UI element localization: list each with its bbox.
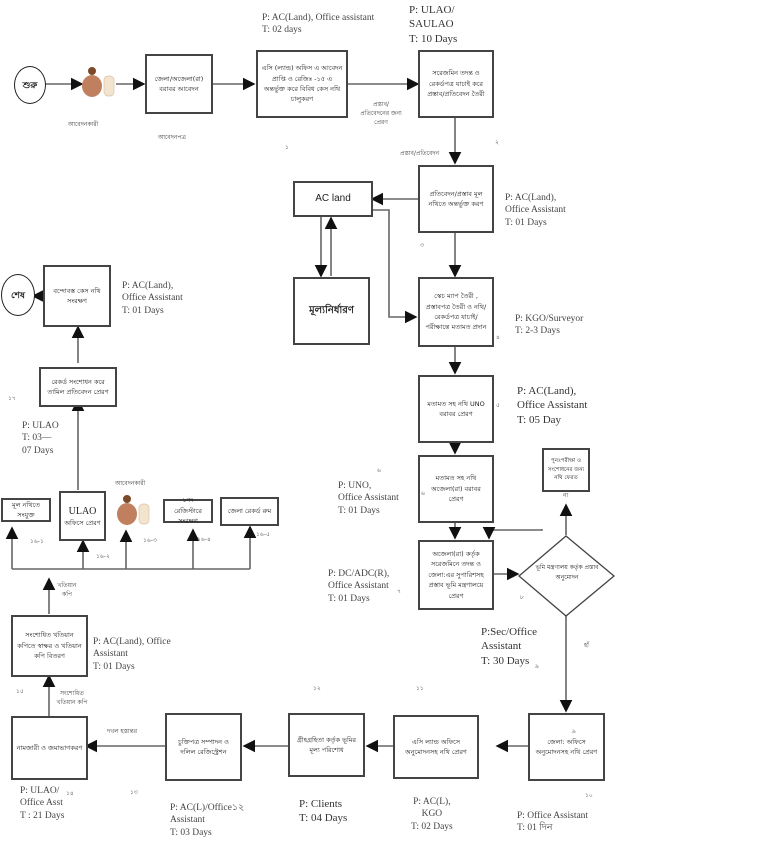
- step-3-box[interactable]: প্রতিবেদন/প্রস্তাব মূল নথিতে অন্তর্ভুক্ত…: [418, 165, 494, 233]
- step-number-6: ৬: [377, 467, 381, 474]
- step-2-box[interactable]: সরেজমিন তদন্ত ও রেকর্ডপত্র যাচাই করে প্র…: [418, 50, 494, 118]
- dist-2-text: অফিসে প্রেরণ: [64, 518, 101, 527]
- step-4-box[interactable]: স্কেচ ম্যাপ তৈরী , প্রস্তাবপত্র তৈরী ও ন…: [418, 277, 494, 347]
- applicant-label-2: আবেদনকারী: [115, 480, 146, 487]
- step-number-10: ১০: [585, 792, 593, 799]
- step-15-box[interactable]: সংশোধিত খতিয়ান কপিতে স্বাক্ষর ও খতিয়ান…: [11, 615, 88, 677]
- recheck-box[interactable]: পুনঃপরীক্ষা ও সংশোধনের জন্য নথি ফেরত: [542, 448, 590, 492]
- edge-label-to-proposal: প্রস্তাব/ প্রতিবেদনের জন্য প্রেরণ: [360, 101, 402, 126]
- applicant-icon-2: [115, 492, 155, 528]
- step-number-12: ১২: [313, 685, 321, 692]
- assignment-step-3: P: AC(Land), Office Assistant T: 01 Days: [505, 193, 566, 228]
- start-terminal[interactable]: শুরু: [14, 66, 46, 104]
- step-number-9: ৯: [535, 663, 539, 670]
- edge-label-no: না: [563, 492, 569, 499]
- step-number-15: ১৫: [16, 688, 24, 695]
- step-number-16-4: ১৬-৪: [197, 536, 211, 543]
- assignment-step-13: P: AC(L)/Office১২ Assistant T: 03 Days: [170, 803, 245, 838]
- assignment-step-17: P: ULAO T: 03— 07 Days: [22, 421, 59, 456]
- assignment-step-14: P: ULAO/ Office Asst T : 21 Days: [20, 786, 65, 821]
- edge-label-yes: হাঁ: [584, 642, 589, 649]
- step-number-11: ১১: [416, 685, 424, 692]
- step-number-7: ৭: [397, 588, 401, 595]
- step-number-16-3: ১৬-৩: [143, 537, 157, 544]
- step-number-9-inline: ৯: [572, 728, 576, 735]
- step-0-box[interactable]: জেলা/অজেলা(রা) বরাবর আবেদন: [145, 54, 213, 114]
- step-7-box[interactable]: অজেলা(রা) কর্তৃক সরেজমিনে তদন্ত ও জেলা:এ…: [418, 540, 494, 610]
- step-14-box[interactable]: নামজারী ও জমাভাগকরণ: [11, 716, 88, 780]
- step-number-14: ১৪: [66, 790, 74, 797]
- step-13-box[interactable]: চুক্তিপত্র সম্পাদন ও দলিল রেজিস্ট্রেশন: [165, 713, 242, 781]
- step-5-box[interactable]: মতামত সহ নথি UNO বরাবর প্রেরণ: [418, 375, 494, 443]
- step-number-5: ৫: [496, 402, 500, 409]
- dist-4-box[interactable]: ১নং রেজিস্টারে সংরক্ষণ: [163, 496, 213, 525]
- step-number-1: ১: [285, 144, 289, 151]
- assignment-step-12: P: Clients T: 04 Days: [299, 798, 348, 825]
- dist-2-title: ULAO: [68, 505, 97, 517]
- step-6-box[interactable]: মতামত সহ নথি অজেলা(রা) বরাবর প্রেরণ: [418, 455, 494, 523]
- assignment-step-10: P: Office Assistant T: 01 দিন: [517, 811, 589, 834]
- assignment-step-18: P: AC(Land), Office Assistant T: 01 Days: [122, 281, 183, 316]
- edge-label-corrected-khatian: সংশোধিত খতিয়ান কপি: [56, 690, 88, 706]
- step-number-16-2: ১৬-২: [96, 553, 110, 560]
- step-17-box[interactable]: রেকর্ড সংশোধন করে তামিল প্রতিবেদন প্রেরণ: [39, 367, 117, 407]
- assignment-step-6: P: UNO, Office Assistant T: 01 Days: [338, 481, 399, 516]
- end-terminal[interactable]: শেষ: [1, 274, 35, 316]
- edge-label-khatian-copy: খতিয়ান কপি: [57, 582, 77, 598]
- step-number-16-1: ১৬-১: [30, 538, 44, 545]
- ac-land-box[interactable]: AC land: [293, 181, 373, 217]
- step-number-8: ৮: [520, 594, 524, 601]
- assignment-step-2: P: ULAO/ SAULAO T: 10 Days: [409, 4, 458, 45]
- arrow-acland-to-s4: [372, 209, 418, 324]
- application-form-label: আবেদনপত্র: [158, 134, 186, 141]
- step-10-box[interactable]: জেলা: অফিসে অনুমোদনসহ নথি প্রেরণ: [528, 713, 605, 781]
- dist-1-box[interactable]: মূল নথিতে সংযুক্ত: [1, 498, 51, 522]
- step-number-3: ৩: [420, 242, 424, 249]
- decision-label[interactable]: ভূমি মন্ত্রণালয় কর্তৃক প্রস্তাব অনুমোদন: [535, 564, 599, 581]
- arrow-recheck-to-s7: [482, 526, 543, 540]
- assignment-step-15: P: AC(Land), Office Assistant T: 01 Days: [93, 637, 171, 672]
- assignment-step-9: P:Sec/Office Assistant T: 30 Days: [481, 626, 538, 667]
- step-12-box[interactable]: গ্রীহগ্রহিতা কর্তৃক ভূমির মূল্য পরিশোধ: [288, 713, 365, 777]
- valuation-box[interactable]: মূল্যনির্ধারণ: [293, 277, 370, 345]
- step-18-box[interactable]: বন্দোবস্ত কেস নথি সংরক্ষণ: [43, 265, 111, 327]
- assignment-step-1: P: AC(Land), Office assistant T: 02 days: [262, 13, 375, 36]
- applicant-label: আবেদনকারী: [68, 121, 99, 128]
- step-1-box[interactable]: এসি (ল্যান্ড) অফিস এ আবেদন প্রাপ্তি ও রে…: [256, 50, 348, 118]
- step-number-16-5: ১৬-৫: [256, 531, 270, 538]
- applicant-icon: [80, 64, 120, 100]
- assignment-step-5: P: AC(Land), Office Assistant T: 05 Day: [517, 385, 588, 426]
- dist-2-box[interactable]: ULAO অফিসে প্রেরণ: [59, 491, 106, 541]
- edge-label-possession: দখল হস্তান্তর: [107, 728, 138, 735]
- dist-5-box[interactable]: জেলা রেকর্ড রুম: [220, 497, 279, 526]
- assignment-step-7: P: DC/ADC(R), Office Assistant T: 01 Day…: [328, 569, 390, 604]
- step-11-box[interactable]: এসি ল্যান্ড অফিসে অনুমোদনসহ নথি প্রেরণ: [393, 715, 479, 779]
- step-number-17: ১৭: [8, 395, 16, 402]
- step-number-4: ৪: [496, 334, 500, 341]
- assignment-step-11: P: AC(L), KGO T: 02 Days: [411, 797, 453, 832]
- assignment-step-4: P: KGO/Surveyor T: 2-3 Days: [515, 314, 584, 337]
- decision-diamond: [517, 535, 616, 617]
- step-number-6-inline: ৬: [421, 490, 425, 497]
- step-number-13: ১৩: [130, 789, 138, 796]
- step-number-2: ২: [495, 139, 499, 146]
- edge-label-proposal-report: প্রস্তাব/প্রতিবেদন: [400, 150, 440, 157]
